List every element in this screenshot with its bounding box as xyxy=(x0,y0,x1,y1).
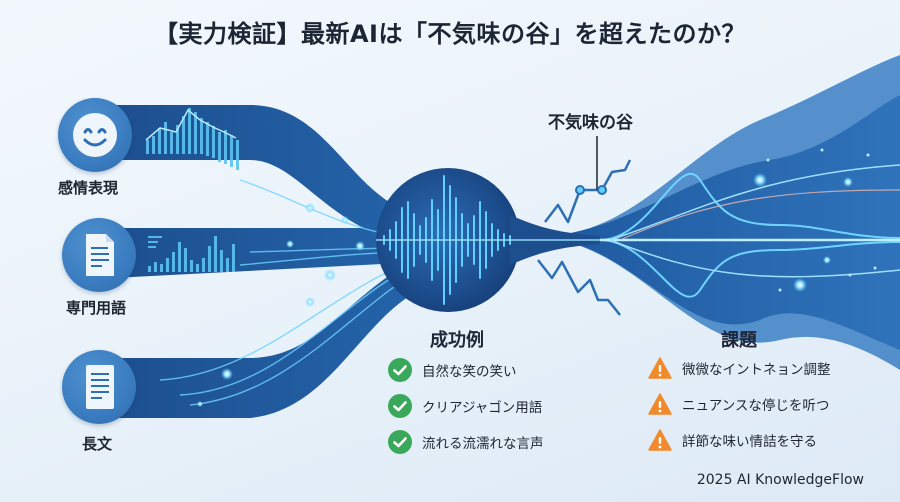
input-label-emotion: 感情表現 xyxy=(58,179,119,197)
footer-credit: 2025 AI KnowledgeFlow xyxy=(696,472,864,488)
stream-emotion xyxy=(112,105,420,245)
stream-longtext xyxy=(112,258,420,418)
issue-item: 詳節な味い情詰を守る xyxy=(648,422,831,458)
input-icon-emotion xyxy=(58,98,132,172)
success-item: クリアジャゴン用語 xyxy=(388,388,544,424)
uncanny-valley-label: 不気味の谷 xyxy=(548,113,633,133)
warning-triangle-icon xyxy=(648,429,672,451)
page-title: 【実力検証】最新AIは「不気味の谷」を超えたのか？ xyxy=(153,20,746,48)
success-list: 自然な笑の笑い クリアジャゴン用語 流れる流濡れな言声 xyxy=(388,352,544,460)
warning-triangle-icon xyxy=(648,393,672,415)
issues-list: 微微なイントネョン調整 ニュアンスな停じを听つ 詳節な味い情詰を守る xyxy=(648,350,831,458)
document-icon xyxy=(86,234,114,276)
success-item: 流れる流濡れな言声 xyxy=(388,424,544,460)
smiley-face-icon xyxy=(73,113,117,157)
success-item: 自然な笑の笑い xyxy=(388,352,544,388)
check-circle-icon xyxy=(388,358,412,382)
check-circle-icon xyxy=(388,430,412,454)
long-document-icon xyxy=(86,365,114,409)
issue-item: 微微なイントネョン調整 xyxy=(648,350,831,386)
input-label-terminology: 専門用語 xyxy=(66,299,127,317)
stream-terminology xyxy=(112,228,420,278)
warning-triangle-icon xyxy=(648,357,672,379)
check-circle-icon xyxy=(388,394,412,418)
input-label-longtext: 長文 xyxy=(82,435,113,453)
input-icon-longtext xyxy=(62,350,136,424)
success-title: 成功例 xyxy=(430,330,484,351)
issues-title: 課題 xyxy=(721,330,757,351)
issue-item: ニュアンスな停じを听つ xyxy=(648,386,831,422)
input-icon-terminology xyxy=(62,218,136,292)
